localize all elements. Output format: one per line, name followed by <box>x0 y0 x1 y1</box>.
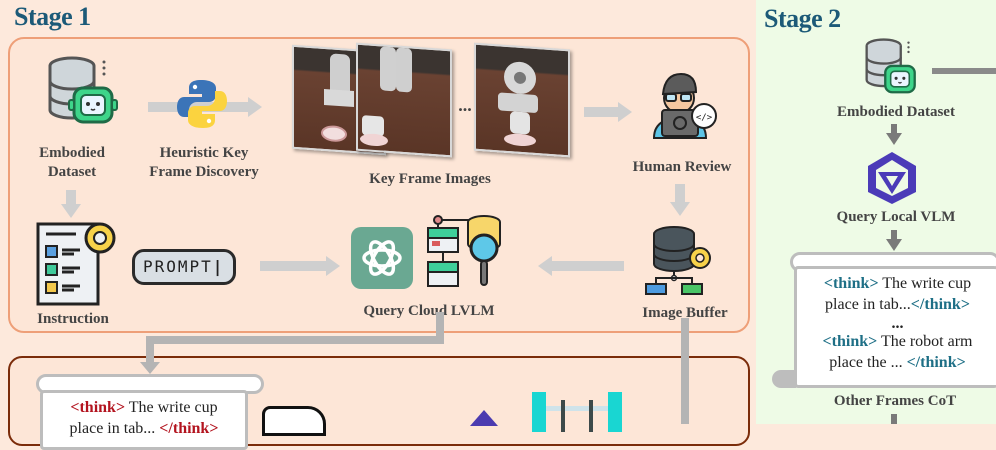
local-vlm-logo-icon <box>470 410 498 426</box>
stage2-scroll-ellipsis: ... <box>891 315 904 332</box>
cot-scroll-line-1: <think> The write cup <box>43 393 245 418</box>
stage2-scroll-line-2: place in tab...</think> <box>797 294 996 315</box>
cot-text: The write cup <box>878 275 972 292</box>
embodied-dataset-label: Embodied Dataset <box>39 145 105 180</box>
cloud-server-search-icon <box>426 212 508 294</box>
arrow-dataset-to-instruction <box>66 190 76 204</box>
stage2-scroll-line-4: place the ... </think> <box>797 352 996 373</box>
connector-query-to-scroll <box>146 336 154 364</box>
stage2-scroll-line-3: <think> The robot arm <box>797 331 996 352</box>
connector-query-down <box>436 312 444 342</box>
key-frame-image-1 <box>292 44 386 156</box>
arrow-head <box>670 202 690 216</box>
arrow-buffer-to-query <box>552 261 624 271</box>
cot-text: place in tab... <box>825 296 911 313</box>
arrow-stage2-2 <box>891 230 897 240</box>
connector-query-horizontal <box>146 336 444 344</box>
arrow-head <box>886 133 902 145</box>
stage1-title: Stage 1 <box>14 2 91 31</box>
model-training-icon <box>532 392 622 432</box>
cot-text: place in tab... <box>69 420 160 437</box>
query-cloud-lvlm-label: Query Cloud LVLM <box>363 303 495 319</box>
document-icon <box>262 406 326 436</box>
think-close-tag: </think> <box>910 296 970 313</box>
arrow-prompt-to-query <box>260 261 326 271</box>
arrow-head <box>61 204 81 218</box>
think-open-tag: <think> <box>823 275 879 292</box>
other-frames-cot-label: Other Frames CoT <box>833 393 957 409</box>
image-buffer-label: Image Buffer <box>642 305 728 321</box>
connector-buffer-down <box>681 318 689 424</box>
cot-scroll-line-2: place in tab... </think> <box>43 418 245 439</box>
think-close-tag: </think> <box>906 354 966 371</box>
heuristic-key-frame-label: Heuristic Key Frame Discovery <box>149 145 259 180</box>
arrow-head <box>618 102 632 122</box>
arrow-head <box>886 239 902 251</box>
key-frame-image-2 <box>356 42 452 158</box>
stage2-scroll-bottom-curl <box>772 370 796 388</box>
stage2-title: Stage 2 <box>764 4 841 33</box>
arrow-frames-to-review <box>584 107 618 117</box>
image-buffer-database-icon <box>644 226 720 296</box>
think-close-tag: </think> <box>159 420 219 437</box>
python-icon <box>176 78 228 130</box>
arrow-head <box>538 256 552 276</box>
think-open-tag: <think> <box>70 399 126 416</box>
cot-text: The write cup <box>125 399 218 416</box>
prompt-box: PROMPT| <box>132 249 236 285</box>
database-robot-icon <box>862 38 924 100</box>
think-open-tag: <think> <box>822 333 878 350</box>
svg-text:</>: </> <box>696 113 713 123</box>
arrow-head <box>140 362 160 374</box>
local-vlm-logo-icon <box>864 150 920 206</box>
cot-scroll: <think> The write cup place in tab... </… <box>40 390 248 450</box>
text-cursor-icon: | <box>212 257 225 276</box>
openai-logo-icon <box>351 227 413 289</box>
arrow-head <box>248 97 262 117</box>
key-frame-image-3 <box>474 42 570 158</box>
key-frame-images-label: Key Frame Images <box>369 171 491 187</box>
other-frames-cot-scroll: <think> The write cup place in tab...</t… <box>794 266 996 388</box>
human-review-label: Human Review <box>632 159 732 175</box>
stage2-embodied-dataset-label: Embodied Dataset <box>837 104 955 120</box>
instruction-checklist-icon <box>34 218 124 308</box>
cot-text: The robot arm <box>877 333 973 350</box>
arrow-stage2-3 <box>891 414 897 424</box>
human-review-icon: </> <box>646 72 720 142</box>
cot-text: place the ... <box>829 354 907 371</box>
key-frames-ellipsis: ... <box>458 95 472 115</box>
database-robot-icon <box>44 56 124 128</box>
arrow-review-to-buffer <box>675 184 685 202</box>
instruction-label: Instruction <box>37 311 109 327</box>
arrow-head <box>326 256 340 276</box>
arrow-stage2-1 <box>891 124 897 134</box>
query-local-vlm-label: Query Local VLM <box>836 209 956 225</box>
prompt-label: PROMPT <box>143 257 213 276</box>
connector-stage2-dataset-right <box>932 68 996 74</box>
stage2-scroll-line-1: <think> The write cup <box>797 269 996 294</box>
